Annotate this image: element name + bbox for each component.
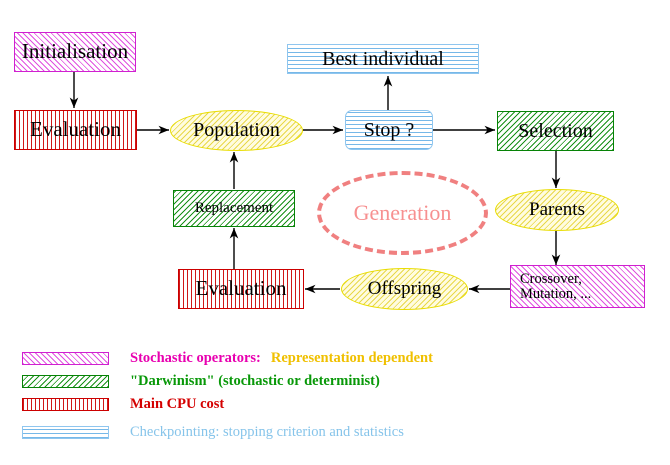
node-variation[interactable]: Crossover, Mutation, ... [510,265,645,308]
node-population[interactable]: Population [170,110,303,151]
node-initialisation-label: Initialisation [21,39,129,64]
node-stop[interactable]: Stop ? [345,110,433,150]
node-best-individual-label: Best individual [322,47,444,70]
legend-row-checkpointing: Checkpointing: stopping criterion and st… [22,422,404,442]
node-population-label: Population [193,119,280,142]
node-parents[interactable]: Parents [495,189,619,231]
node-variation-label: Crossover, Mutation, ... [520,270,592,302]
legend-row-darwinism: "Darwinism" (stochastic or determinist) [22,371,380,391]
node-selection-label: Selection [518,119,593,142]
legend-swatch-green-hatch [22,374,109,388]
node-parents-label: Parents [529,199,585,221]
legend-label-checkpointing: Checkpointing: stopping criterion and st… [130,423,404,440]
legend-row-stochastic: Stochastic operators: Representation dep… [22,348,433,368]
legend: Stochastic operators: Representation dep… [0,335,670,465]
legend-label-representation: Representation dependent [270,349,433,366]
legend-swatch-magenta-hatch [22,351,109,365]
legend-row-cpu-cost: Main CPU cost [22,394,224,414]
node-selection[interactable]: Selection [497,111,614,151]
node-offspring-label: Offspring [367,278,442,300]
node-evaluation-bottom-label: Evaluation [195,276,287,301]
node-replacement[interactable]: Replacement [173,190,295,227]
node-stop-label: Stop ? [363,118,415,141]
legend-swatch-red-vertical [22,397,109,411]
node-best-individual[interactable]: Best individual [287,44,479,74]
node-offspring[interactable]: Offspring [341,268,468,310]
node-initialisation[interactable]: Initialisation [14,32,136,72]
node-evaluation-top[interactable]: Evaluation [14,110,137,150]
node-replacement-label: Replacement [194,199,274,216]
legend-swatch-blue-horizontal [22,425,109,439]
legend-label-darwinism: "Darwinism" (stochastic or determinist) [130,372,380,389]
legend-label-stochastic: Stochastic operators: [130,349,261,366]
legend-label-cpu-cost: Main CPU cost [130,395,225,412]
node-evaluation-top-label: Evaluation [30,117,121,142]
node-generation[interactable]: Generation [317,171,488,255]
node-evaluation-bottom[interactable]: Evaluation [178,269,304,309]
node-generation-label: Generation [353,200,452,225]
